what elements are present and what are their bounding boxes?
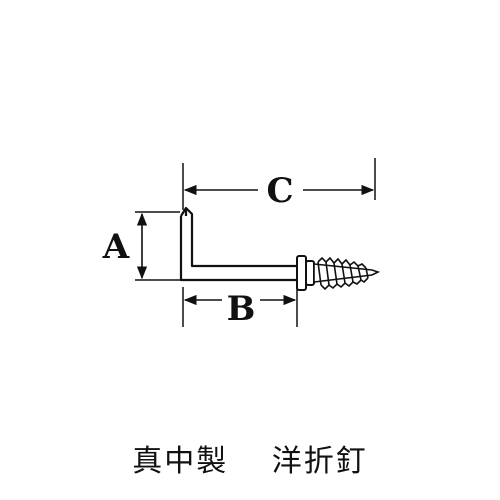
product-name: 洋折釘: [271, 444, 368, 479]
hook-collar: [296, 255, 315, 291]
product-caption: 真中製 洋折釘: [0, 436, 500, 480]
dimension-b-label: B: [227, 289, 256, 329]
dimension-a-label: A: [102, 227, 130, 267]
hook-screw-thread: [313, 256, 381, 291]
maker-name: 真中製: [132, 444, 229, 479]
dimension-c-label: C: [266, 171, 293, 211]
hook-body: [179, 206, 300, 282]
